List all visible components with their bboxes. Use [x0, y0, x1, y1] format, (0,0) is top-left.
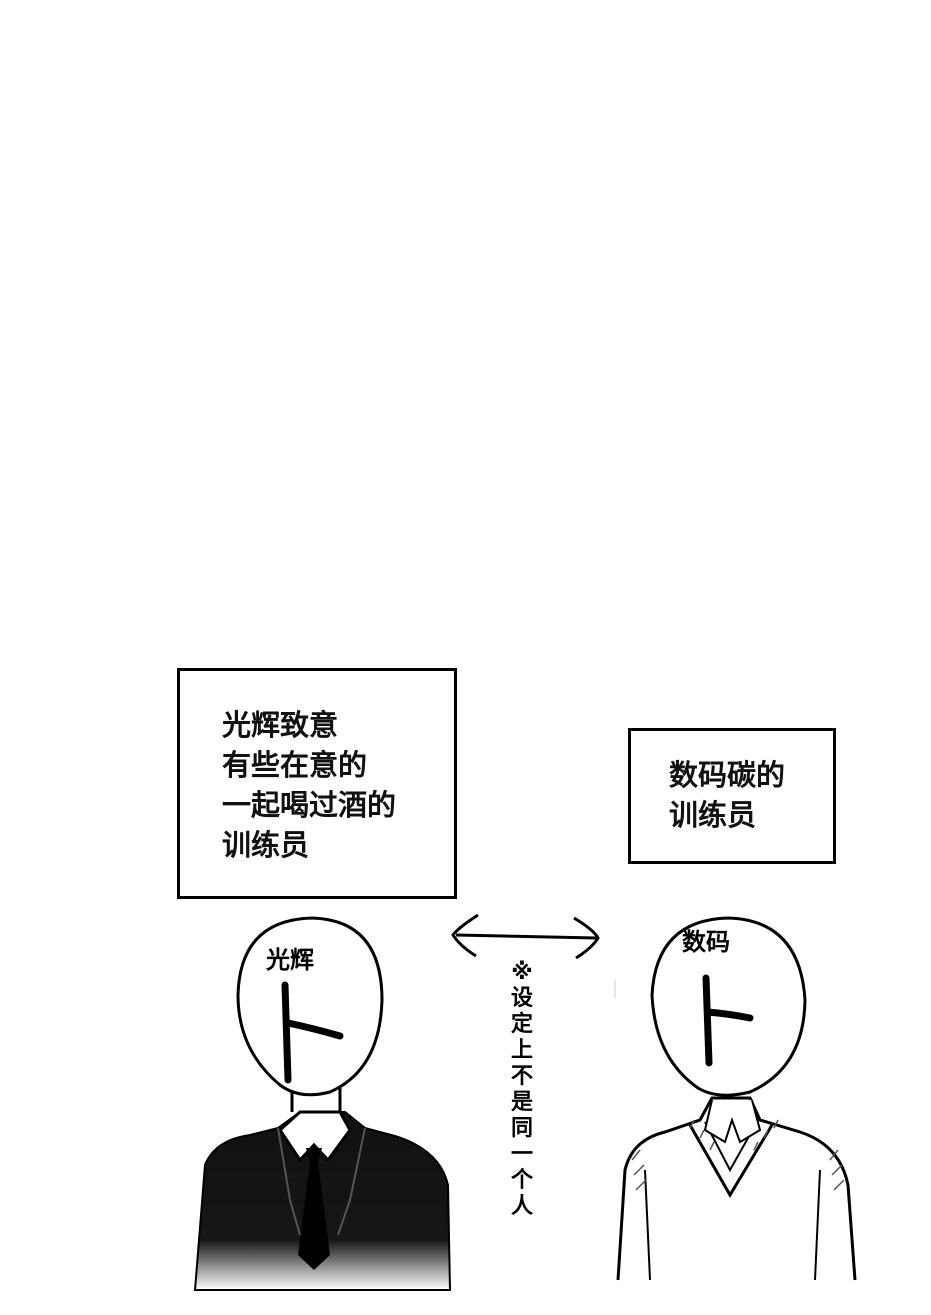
left-caption-line: 一起喝过酒的 [222, 788, 397, 822]
right-caption-text: 数码碳的训练员 [669, 755, 785, 835]
left-head-label: 光辉 [265, 946, 314, 974]
side-note-char: 人 [510, 1194, 533, 1219]
side-note-char: 同 [510, 1116, 533, 1141]
side-note-char: 上 [510, 1038, 533, 1063]
side-note: ※设定上不是同一个人 [502, 960, 542, 1220]
left-character-head: 光辉 [236, 916, 384, 1097]
left-caption-line: 训练员 [222, 828, 310, 862]
side-note-char: 个 [510, 1168, 533, 1193]
right-character-head: 数码 [650, 916, 807, 1097]
left-caption-line: 光辉致意 [222, 708, 339, 742]
left-caption-box: 光辉致意有些在意的一起喝过酒的训练员 [177, 668, 457, 899]
side-note-char: 不 [510, 1064, 533, 1089]
right-head-label: 数码 [682, 928, 730, 956]
left-caption-line: 有些在意的 [222, 748, 368, 782]
right-caption-line: 训练员 [669, 798, 757, 832]
right-caption-line: 数码碳的 [669, 758, 786, 792]
left-caption-text: 光辉致意有些在意的一起喝过酒的训练员 [222, 705, 396, 865]
side-note-char: 定 [510, 1012, 533, 1037]
right-caption-box: 数码碳的训练员 [628, 728, 836, 864]
side-note-char: 是 [510, 1090, 533, 1115]
side-note-char: 一 [510, 1142, 533, 1167]
side-note-char: ※ [511, 960, 533, 985]
side-note-char: 设 [510, 986, 533, 1011]
right-character-body [616, 1096, 857, 1281]
left-character-body [193, 1088, 452, 1291]
double-arrow [451, 913, 600, 960]
